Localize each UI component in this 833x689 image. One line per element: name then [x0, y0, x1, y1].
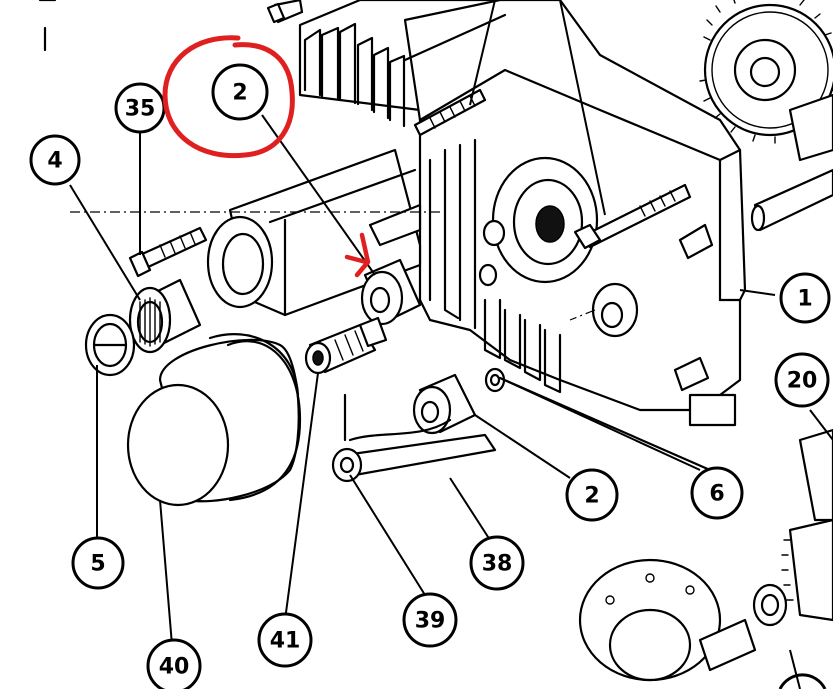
- callout-4: 4: [29, 134, 81, 186]
- oil-filter-40: [126, 333, 302, 507]
- callout-4-label: 4: [47, 149, 62, 174]
- bushing-upper: [360, 258, 422, 326]
- callout-40: 40: [146, 638, 202, 689]
- callout-39-label: 39: [415, 609, 446, 634]
- callout-41-label: 41: [270, 629, 301, 654]
- bushing-lower: [412, 373, 477, 435]
- callout-41: 41: [257, 612, 313, 668]
- long-studs: [266, 0, 692, 250]
- needle-bearing-4: [128, 278, 202, 354]
- leader-lines: [69, 0, 833, 646]
- red-pointer-arrow: [344, 232, 371, 278]
- callout-2-top: 2: [211, 63, 269, 121]
- callout-40-label: 40: [159, 655, 190, 680]
- fitting-41: [304, 316, 388, 375]
- callout-6-label: 6: [709, 482, 724, 507]
- washer-6: [484, 367, 712, 472]
- callout-5: 5: [71, 536, 125, 590]
- callout-35-label: 35: [125, 97, 156, 122]
- partial-callout: [778, 673, 827, 689]
- callout-38-label: 38: [482, 552, 513, 577]
- partial-leader: [789, 649, 801, 689]
- bolt-35: [128, 226, 208, 278]
- arm-38: [331, 393, 497, 483]
- callout-20: 20: [774, 352, 830, 408]
- callout-2-bottom-label: 2: [584, 484, 599, 509]
- callout-6: 6: [690, 466, 744, 520]
- callout-39: 39: [402, 592, 458, 648]
- seal-5: [84, 313, 136, 377]
- callout-2-bottom: 2: [565, 468, 619, 522]
- callout-38: 38: [469, 535, 525, 591]
- callout-20-label: 20: [787, 369, 818, 394]
- gear-assembly: [699, 0, 833, 622]
- hub-flange: [578, 558, 788, 682]
- callout-5-label: 5: [90, 552, 105, 577]
- engine-housing: [298, 0, 747, 427]
- red-highlight-circle: [162, 35, 295, 159]
- callout-1: 1: [779, 272, 831, 324]
- callout-1-label: 1: [797, 287, 812, 312]
- callout-2-top-label: 2: [232, 81, 247, 106]
- callout-35: 35: [114, 82, 166, 134]
